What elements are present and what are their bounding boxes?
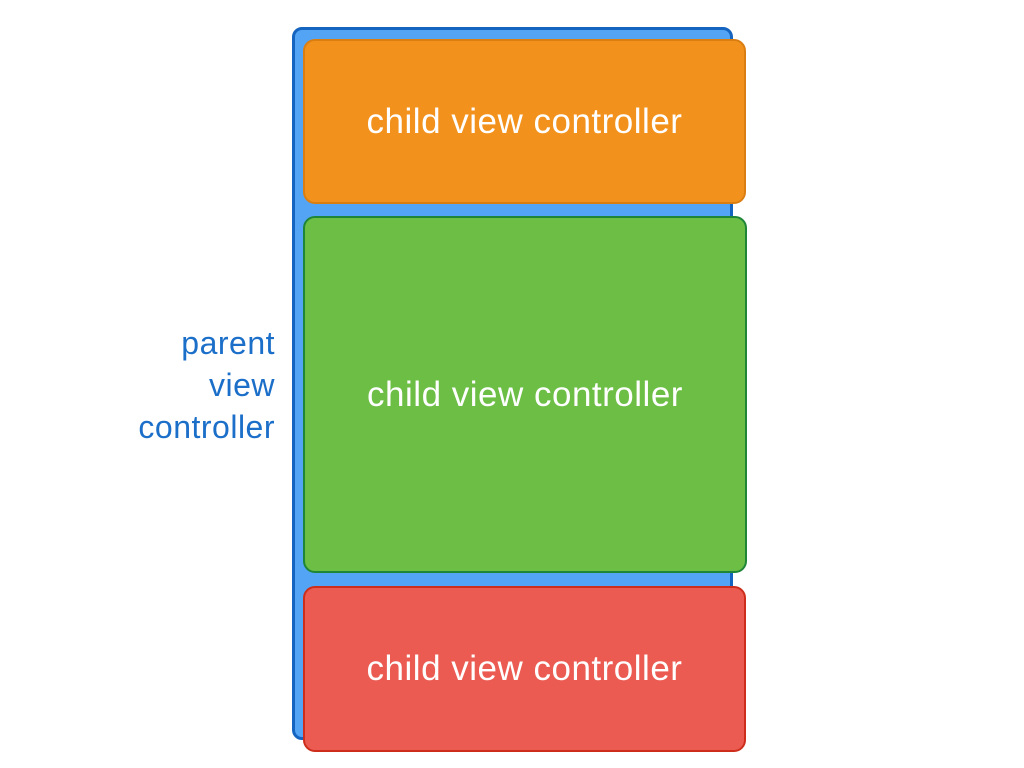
child-view-controller-box-top: child view controller bbox=[303, 39, 746, 204]
child-view-controller-box-bottom: child view controller bbox=[303, 586, 746, 752]
parent-label-line-3: controller bbox=[138, 409, 275, 445]
child-view-controller-label-middle: child view controller bbox=[367, 374, 683, 414]
child-view-controller-label-bottom: child view controller bbox=[366, 649, 683, 688]
parent-label-line-2: view bbox=[208, 367, 275, 403]
child-view-controller-box-middle: child view controller bbox=[303, 216, 747, 573]
parent-view-controller-label: parent view controller bbox=[95, 322, 275, 448]
parent-label-line-1: parent bbox=[181, 325, 275, 361]
child-view-controller-label-top: child view controller bbox=[366, 101, 683, 141]
